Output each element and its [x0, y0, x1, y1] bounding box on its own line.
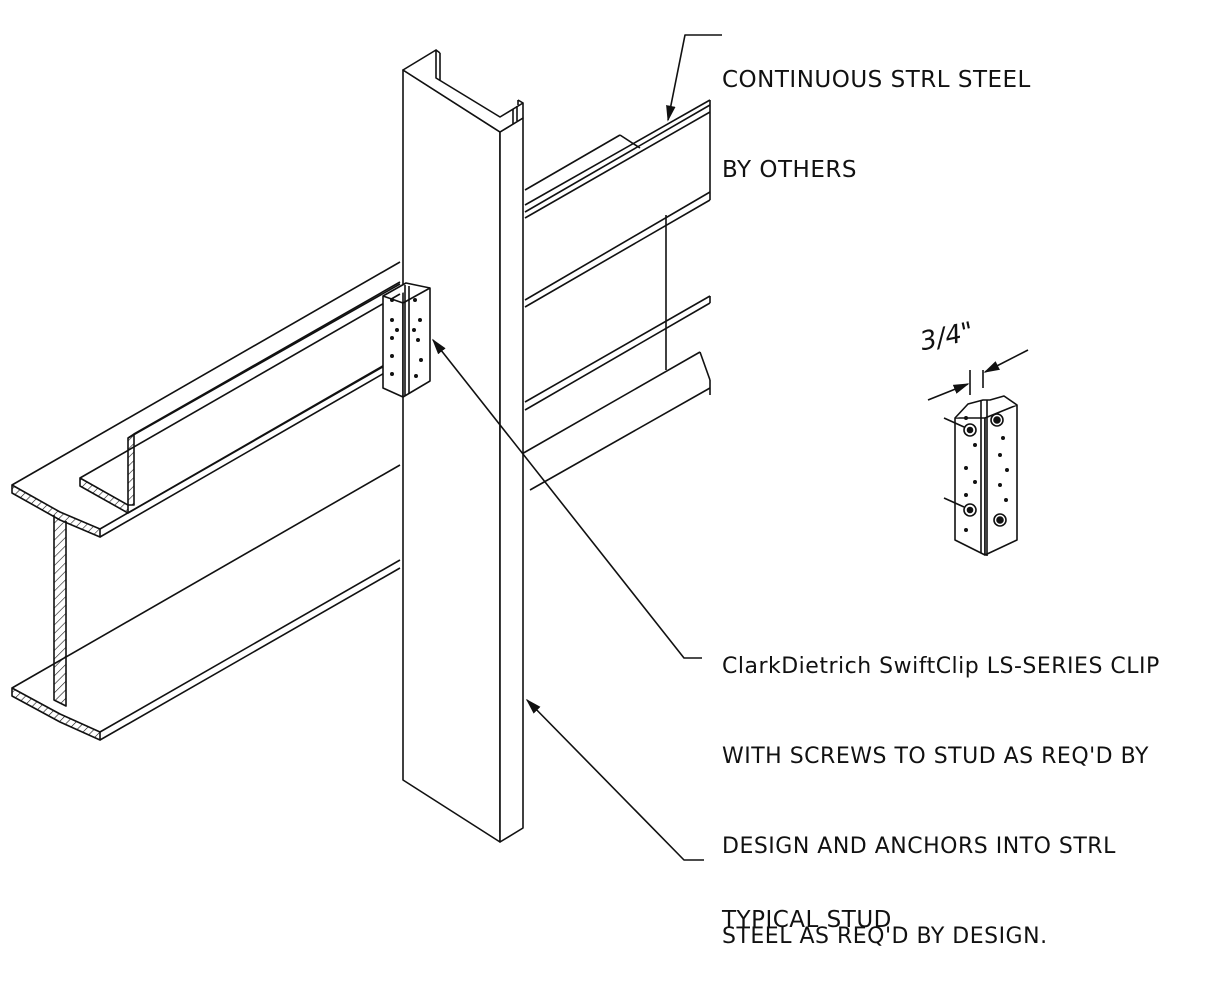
wide-flange-beam [11, 99, 711, 741]
stud-callout-line-1: TYPICAL STUD [722, 907, 892, 933]
steel-callout-line-1: CONTINUOUS STRL STEEL [722, 67, 1031, 93]
clip-callout-line-2: WITH SCREWS TO STUD AS REQ'D BY [722, 744, 1149, 769]
stud-callout: TYPICAL STUD [722, 845, 892, 965]
steel-callout: CONTINUOUS STRL STEEL BY OTHERS [722, 5, 1031, 215]
leader-lines [432, 34, 722, 861]
steel-callout-line-2: BY OTHERS [722, 157, 857, 183]
clip-detail [927, 349, 1029, 556]
typical-stud [402, 49, 524, 843]
connection-detail-drawing [11, 34, 1029, 861]
swiftclip-on-stud [382, 282, 431, 398]
clip-callout-line-3: DESIGN AND ANCHORS INTO STRL [722, 834, 1116, 859]
clip-callout-line-1: ClarkDietrich SwiftClip LS-SERIES CLIP [722, 654, 1160, 679]
steel-angle [79, 281, 401, 514]
